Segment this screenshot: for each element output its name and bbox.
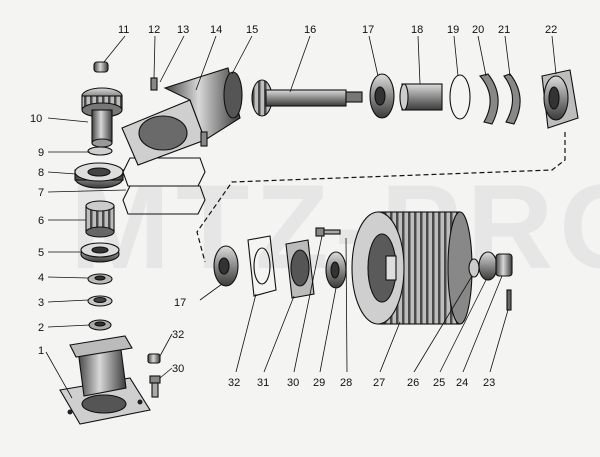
label-29: 29 [313,377,325,389]
part-number-labels: 11 12 13 14 15 16 17 18 19 20 21 22 10 9… [30,24,557,389]
label-25: 25 [433,377,445,389]
label-30-bottom: 30 [287,377,299,389]
part-30-bolt [315,227,341,237]
part-18-sleeve [399,83,443,111]
assembly-dashed-line [196,132,566,263]
label-15: 15 [246,24,258,36]
part-11-cap [93,61,109,73]
part-32-gasket [247,235,277,297]
label-27: 27 [373,377,385,389]
part-25-nut [478,251,498,281]
part-10-gear-shaft [81,87,123,148]
part-22-flange-cover [541,69,579,129]
label-1: 1 [38,345,44,357]
part-23-cotter-pin [506,289,512,311]
label-28: 28 [340,377,352,389]
label-31: 31 [257,377,269,389]
label-12: 12 [148,24,160,36]
label-5: 5 [38,247,44,259]
part-17-bearing-bottom [213,245,239,287]
part-21-half-ring [503,73,521,125]
part-6-roller-bearing [85,200,115,238]
part-1-base-housing [59,335,151,425]
label-16: 16 [304,24,316,36]
label-6: 6 [38,215,44,227]
part-30-bolt-small [149,375,161,398]
label-9: 9 [38,147,44,159]
part-19-ring [449,74,471,120]
label-10: 10 [30,113,42,125]
label-19: 19 [447,24,459,36]
part-26-washer [468,258,480,278]
part-16-pinion-shaft [251,79,363,117]
label-2: 2 [38,322,44,334]
part-3-washer [87,295,113,307]
label-14: 14 [210,24,222,36]
part-24-castle-nut [495,253,513,277]
label-32-bottom: 32 [228,377,240,389]
part-27-pulley-drum [351,211,473,325]
label-26: 26 [407,377,419,389]
label-11: 11 [118,24,129,36]
part-20-half-ring [479,73,499,125]
label-22: 22 [545,24,557,36]
label-4: 4 [38,272,44,284]
part-4-washer [87,273,113,285]
part-17-bearing-top [369,73,395,119]
label-13: 13 [177,24,189,36]
label-24: 24 [456,377,468,389]
label-17-top: 17 [362,24,374,36]
label-3: 3 [38,297,44,309]
part-31-cover [285,239,315,299]
label-23: 23 [483,377,495,389]
label-20: 20 [472,24,484,36]
label-17-bottom: 17 [174,297,186,309]
part-32-nut-small [147,353,161,364]
label-30-small: 30 [172,363,184,375]
part-2-nut [88,319,112,331]
label-21: 21 [498,24,510,36]
label-8: 8 [38,167,44,179]
leader-lines [45,35,557,399]
label-18: 18 [411,24,423,36]
part-14-angle-housing [121,67,243,166]
part-5-bearing [80,242,120,263]
part-8-bearing [74,162,124,189]
part-13-gasket-7 [122,157,206,215]
part-9-ring [87,146,113,156]
label-32-small: 32 [172,329,184,341]
part-29-seal [325,251,347,289]
label-7: 7 [38,187,44,199]
